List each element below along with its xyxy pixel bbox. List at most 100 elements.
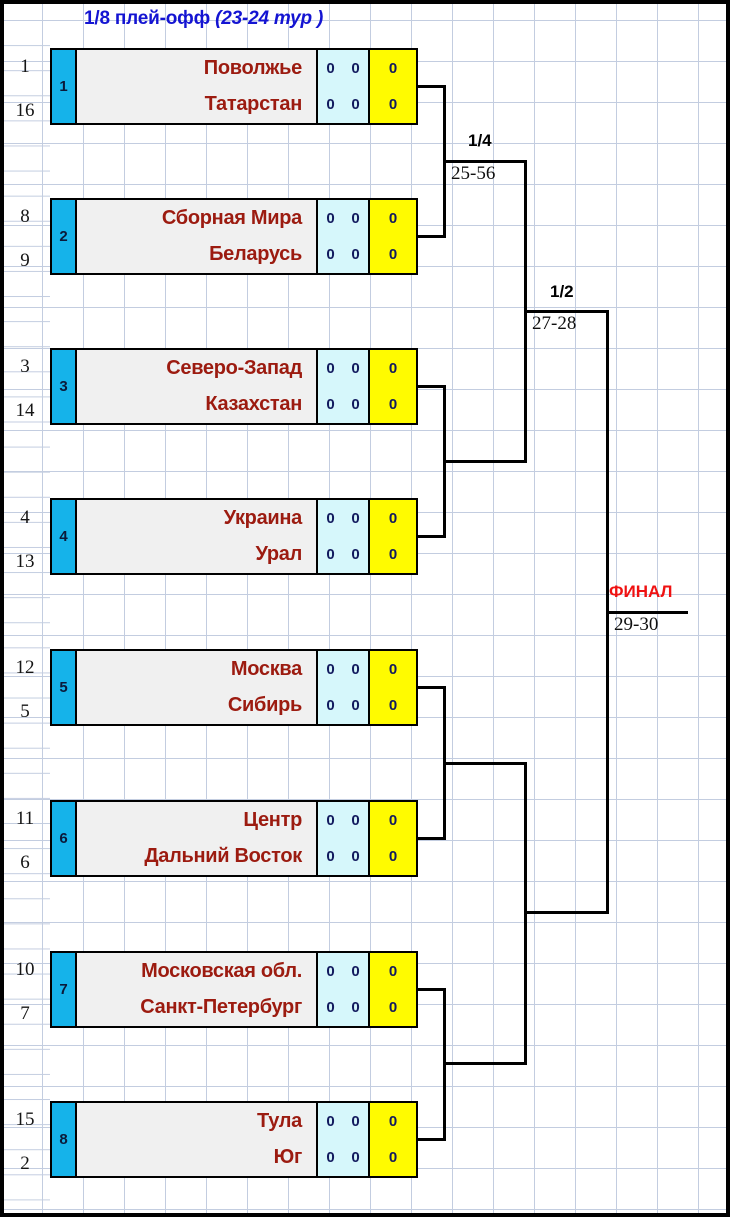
score-row-bottom[interactable]: 0 0 [318, 387, 368, 424]
match-block[interactable]: 4 Украина Урал 0 0 0 0 0 0 [50, 498, 418, 575]
match-teams: Поволжье Татарстан [77, 50, 318, 123]
team-name-top[interactable]: Поволжье [203, 56, 303, 79]
score-row-bottom[interactable]: 0 0 [318, 87, 368, 124]
team-name-bottom[interactable]: Сибирь [227, 694, 302, 717]
score-leg1-top: 0 [326, 811, 335, 829]
connector-line [418, 85, 446, 88]
seed-number: 3 [20, 356, 30, 377]
seed-number: 7 [20, 1003, 30, 1024]
score-row-top[interactable]: 0 0 [318, 500, 368, 537]
total-top[interactable]: 0 [388, 1112, 398, 1130]
score-cells: 0 0 0 0 [318, 350, 370, 423]
score-leg2-top: 0 [351, 660, 360, 678]
team-name-bottom[interactable]: Урал [255, 543, 302, 566]
match-number: 7 [52, 953, 77, 1026]
score-leg2-top: 0 [351, 811, 360, 829]
score-leg1-bottom: 0 [326, 246, 335, 264]
score-row-top[interactable]: 0 0 [318, 50, 368, 87]
match-block[interactable]: 5 Москва Сибирь 0 0 0 0 0 0 [50, 649, 418, 726]
total-top[interactable]: 0 [388, 660, 398, 678]
score-row-top[interactable]: 0 0 [318, 200, 368, 237]
seed-number: 8 [20, 206, 30, 227]
score-row-bottom[interactable]: 0 0 [318, 688, 368, 725]
total-bottom[interactable]: 0 [388, 697, 398, 715]
score-row-top[interactable]: 0 0 [318, 651, 368, 688]
team-name-top[interactable]: Сборная Мира [161, 206, 302, 229]
match-block[interactable]: 3 Северо-Запад Казахстан 0 0 0 0 0 0 [50, 348, 418, 425]
score-cells: 0 0 0 0 [318, 1103, 370, 1176]
total-bottom[interactable]: 0 [388, 848, 398, 866]
team-name-bottom[interactable]: Беларусь [209, 243, 302, 266]
match-block[interactable]: 2 Сборная Мира Беларусь 0 0 0 0 0 0 [50, 198, 418, 275]
score-row-bottom[interactable]: 0 0 [318, 1140, 368, 1177]
total-top[interactable]: 0 [388, 811, 398, 829]
score-leg1-bottom: 0 [326, 697, 335, 715]
score-row-bottom[interactable]: 0 0 [318, 237, 368, 274]
round-label-final: ФИНАЛ [609, 582, 673, 601]
seed-number: 12 [15, 657, 35, 678]
score-row-bottom[interactable]: 0 0 [318, 537, 368, 574]
connector-line [443, 762, 527, 765]
seed-number: 4 [20, 507, 30, 528]
score-row-bottom[interactable]: 0 0 [318, 839, 368, 876]
total-bottom[interactable]: 0 [388, 246, 398, 264]
match-block[interactable]: 1 Поволжье Татарстан 0 0 0 0 0 0 [50, 48, 418, 125]
total-bottom[interactable]: 0 [388, 999, 398, 1017]
total-bottom[interactable]: 0 [388, 96, 398, 114]
match-number: 4 [52, 500, 77, 573]
match-number: 6 [52, 802, 77, 875]
score-row-top[interactable]: 0 0 [318, 953, 368, 990]
total-top[interactable]: 0 [388, 209, 398, 227]
score-leg2-top: 0 [351, 509, 360, 527]
team-name-top[interactable]: Московская обл. [141, 959, 302, 982]
team-name-bottom[interactable]: Казахстан [205, 393, 302, 416]
total-top[interactable]: 0 [388, 59, 398, 77]
team-name-top[interactable]: Северо-Запад [166, 356, 302, 379]
connector-line [418, 837, 446, 840]
score-leg1-top: 0 [326, 660, 335, 678]
team-name-top[interactable]: Украина [223, 506, 303, 529]
team-name-bottom[interactable]: Татарстан [204, 93, 303, 116]
total-cells: 0 0 [370, 50, 416, 123]
score-leg2-bottom: 0 [351, 697, 360, 715]
match-block[interactable]: 7 Московская обл. Санкт-Петербург 0 0 0 … [50, 951, 418, 1028]
team-name-top[interactable]: Тула [257, 1109, 302, 1132]
score-row-top[interactable]: 0 0 [318, 802, 368, 839]
connector-line [418, 535, 446, 538]
team-name-top[interactable]: Москва [230, 657, 302, 680]
team-name-bottom[interactable]: Дальний Восток [144, 845, 302, 868]
total-bottom[interactable]: 0 [388, 1149, 398, 1167]
score-row-top[interactable]: 0 0 [318, 350, 368, 387]
score-row-top[interactable]: 0 0 [318, 1103, 368, 1140]
seed-number: 13 [15, 551, 35, 572]
total-top[interactable]: 0 [388, 509, 398, 527]
match-teams: Тула Юг [77, 1103, 318, 1176]
match-block[interactable]: 6 Центр Дальний Восток 0 0 0 0 0 0 [50, 800, 418, 877]
score-leg1-top: 0 [326, 209, 335, 227]
match-teams: Северо-Запад Казахстан [77, 350, 318, 423]
round-tours-text: (23-24 тур ) [215, 8, 324, 29]
team-name-bottom[interactable]: Санкт-Петербург [140, 996, 302, 1019]
match-block[interactable]: 8 Тула Юг 0 0 0 0 0 0 [50, 1101, 418, 1178]
match-teams: Москва Сибирь [77, 651, 318, 724]
seed-number: 2 [20, 1153, 30, 1174]
score-row-bottom[interactable]: 0 0 [318, 990, 368, 1027]
team-name-top[interactable]: Центр [243, 808, 302, 831]
total-bottom[interactable]: 0 [388, 546, 398, 564]
score-cells: 0 0 0 0 [318, 50, 370, 123]
total-top[interactable]: 0 [388, 359, 398, 377]
score-leg1-bottom: 0 [326, 546, 335, 564]
seed-number: 5 [20, 701, 30, 722]
connector-line [606, 310, 609, 914]
total-bottom[interactable]: 0 [388, 396, 398, 414]
team-name-bottom[interactable]: Юг [273, 1146, 303, 1169]
score-leg1-bottom: 0 [326, 999, 335, 1017]
score-leg2-top: 0 [351, 962, 360, 980]
round-tours-semifinal: 27-28 [526, 310, 608, 337]
total-top[interactable]: 0 [388, 962, 398, 980]
score-cells: 0 0 0 0 [318, 802, 370, 875]
connector-line [418, 686, 446, 689]
seed-number: 16 [15, 100, 35, 121]
page-title: 1/8 плей-офф (23-24 тур ) [84, 8, 323, 30]
score-leg1-top: 0 [326, 359, 335, 377]
